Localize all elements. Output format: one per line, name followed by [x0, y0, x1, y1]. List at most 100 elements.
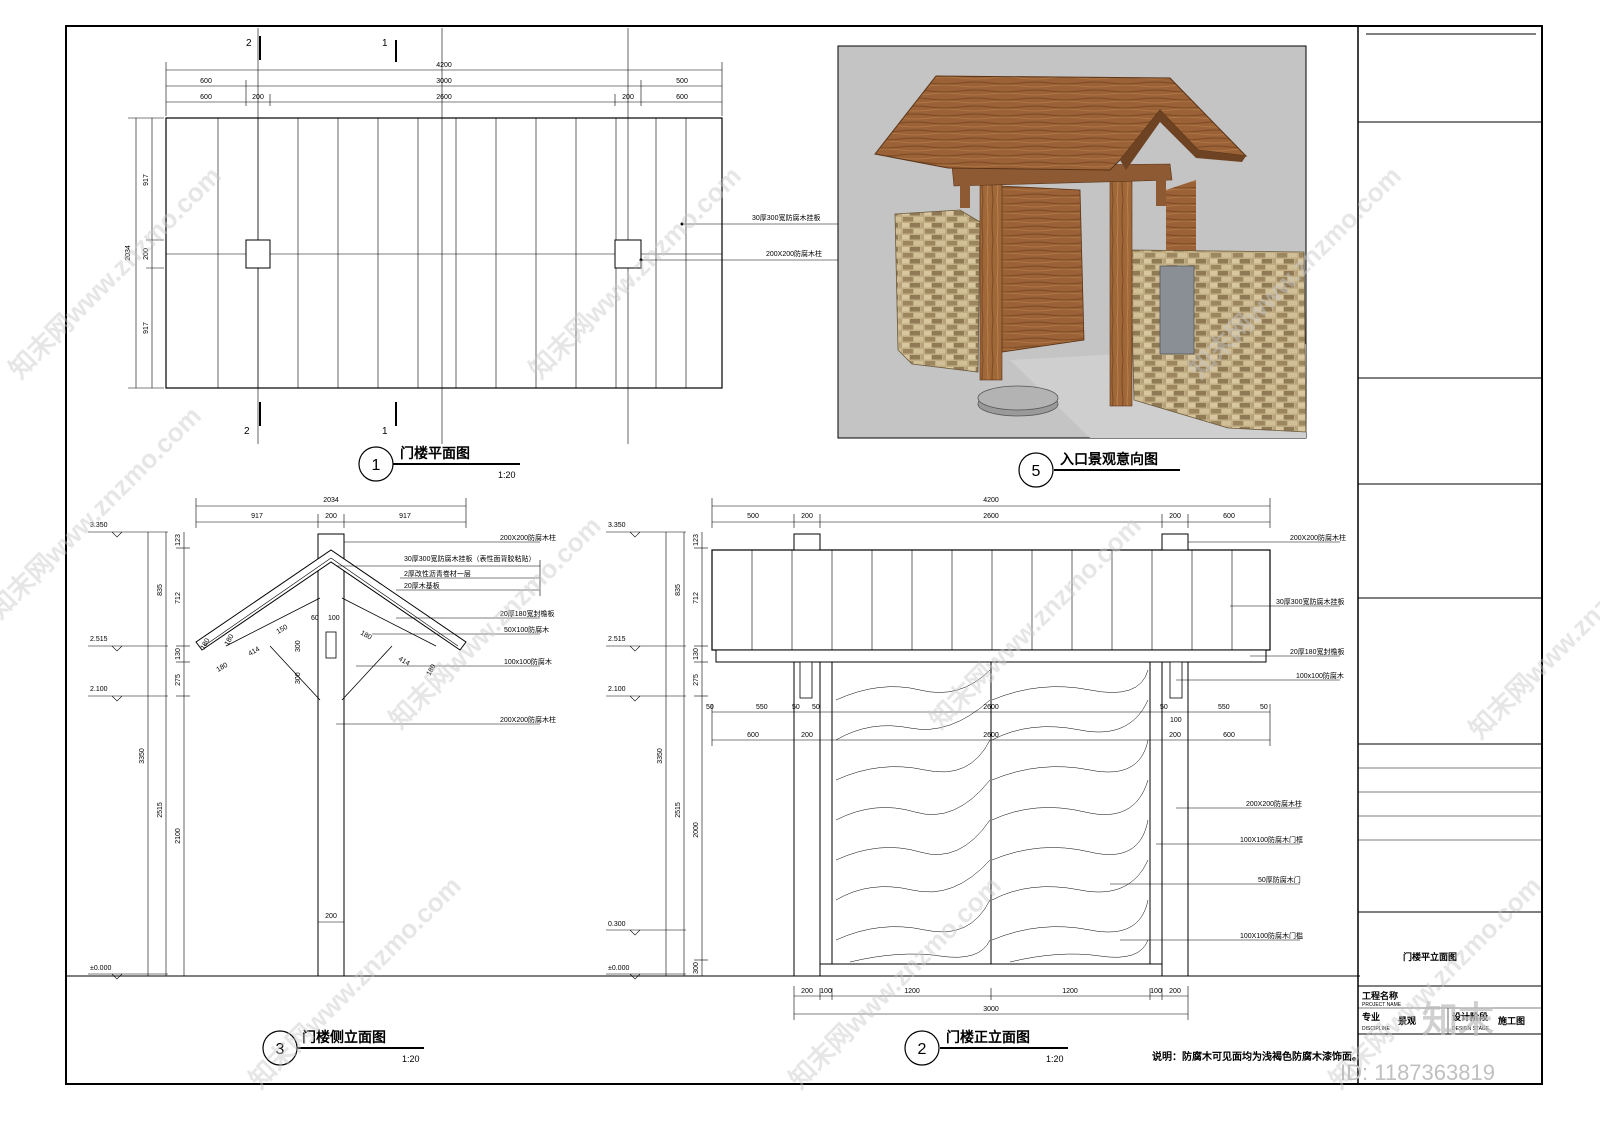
- dim-label: 123: [175, 534, 182, 546]
- dim-label: 600: [200, 78, 212, 85]
- svg-text:知末网www.znzmo.com: 知末网www.znzmo.com: [3, 160, 227, 384]
- dim-label: 2600: [436, 94, 452, 101]
- view-number: 2: [918, 1041, 927, 1058]
- dim-label: 600: [1223, 513, 1235, 520]
- dim-label: 200: [325, 913, 337, 920]
- dim-label: 917: [143, 322, 150, 334]
- view-number: 3: [276, 1041, 285, 1058]
- dim-label: 180: [216, 662, 230, 674]
- level-label: 2.515: [608, 636, 626, 643]
- section-mark: 2: [244, 426, 250, 437]
- dim-label: 550: [1218, 704, 1230, 711]
- project-label-en: PROJECT NAME: [1362, 1002, 1402, 1008]
- svg-text:知末网www.znzmo.com: 知末网www.znzmo.com: [383, 510, 607, 734]
- callout-label: 20厚木基板: [404, 581, 440, 590]
- level-label: 3.350: [90, 522, 108, 529]
- dim-label: 300: [693, 962, 700, 974]
- dim-label: 275: [175, 674, 182, 686]
- watermark-id: ID: 1187363819: [1340, 1060, 1495, 1085]
- project-label: 工程名称: [1362, 990, 1398, 1001]
- callout-label: 30厚300宽防腐木挂板（表性面背胶粘贴）: [404, 554, 535, 563]
- dim-label: 3000: [983, 1006, 999, 1013]
- svg-text:知末网www.znzmo.com: 知末网www.znzmo.com: [243, 870, 467, 1094]
- view-title: 门楼侧立面图: [302, 1029, 386, 1045]
- dim-label: 100: [820, 988, 832, 995]
- dim-label: 200: [622, 94, 634, 101]
- callout-label: 200X200防腐木柱: [500, 533, 556, 542]
- dim-label: 300: [295, 640, 302, 652]
- post: [245, 239, 271, 269]
- dim-label: 600: [1223, 732, 1235, 739]
- dim-label: 3350: [139, 748, 146, 764]
- callout-label: 100X100防腐木门槛: [1240, 931, 1303, 940]
- callout-label: 50厚防腐木门: [1258, 875, 1301, 884]
- scale-label: 1:20: [1046, 1054, 1064, 1064]
- dim-label: 130: [175, 648, 182, 660]
- dim-label: 200: [801, 732, 813, 739]
- view-number: 1: [372, 457, 381, 474]
- dim-label: 2600: [983, 704, 999, 711]
- callout-label: 20厚180宽封檐板: [500, 609, 554, 618]
- dim-label: 2100: [175, 828, 182, 844]
- discipline-label: 专业: [1362, 1011, 1380, 1022]
- dim-label: 835: [675, 584, 682, 596]
- dim-label: 275: [693, 674, 700, 686]
- stage-label-en: DESIGN STAGE: [1452, 1026, 1490, 1032]
- section-mark: 2: [246, 38, 252, 49]
- dim-label: 712: [693, 592, 700, 604]
- dim-label: 414: [397, 656, 411, 668]
- dim-label: 50: [1160, 704, 1168, 711]
- title-block: 门楼平立面图 工程名称 PROJECT NAME 专业 DISCIPLINE 景…: [1357, 26, 1542, 1084]
- dim-label: 712: [175, 592, 182, 604]
- dim-label: 200: [325, 513, 337, 520]
- svg-text:知末网www.znzmo.com: 知末网www.znzmo.com: [523, 160, 747, 384]
- dim-label: 150: [276, 624, 290, 636]
- dim-label: 2600: [983, 513, 999, 520]
- stage-label: 设计阶段: [1452, 1011, 1489, 1022]
- level-label: 0.300: [608, 921, 626, 928]
- dim-label: 180: [200, 637, 212, 651]
- callout-label: 200X200防腐木柱: [1290, 533, 1346, 542]
- view-number: 5: [1032, 463, 1041, 480]
- dim-label: 300: [295, 672, 302, 684]
- level-label: 2.100: [608, 686, 626, 693]
- callout-label: 200X200防腐木柱: [500, 715, 556, 724]
- dim-label: 600: [200, 94, 212, 101]
- dim-label: 2034: [323, 497, 339, 504]
- post: [1161, 661, 1189, 977]
- dim-label: 50: [706, 704, 714, 711]
- section-mark: 1: [382, 426, 388, 437]
- dim-label: 100: [1150, 988, 1162, 995]
- view-title: 门楼正立面图: [946, 1029, 1030, 1045]
- dim-label: 2034: [125, 245, 132, 261]
- level-label: 2.100: [90, 686, 108, 693]
- callout-label: 30厚300宽防腐木挂板: [752, 213, 820, 222]
- dim-label: 917: [143, 174, 150, 186]
- dim-label: 200: [1169, 513, 1181, 520]
- dim-label: 550: [756, 704, 768, 711]
- post: [614, 239, 642, 269]
- dim-label: 1200: [1062, 988, 1078, 995]
- dim-label: 414: [248, 646, 262, 658]
- dim-label: 1200: [904, 988, 920, 995]
- dim-label: 2600: [983, 732, 999, 739]
- dim-label: 200: [252, 94, 264, 101]
- svg-text:知末网www.znzmo.com: 知末网www.znzmo.com: [0, 400, 207, 624]
- roof: [195, 549, 467, 651]
- drawing-name: 门楼平立面图: [1403, 951, 1457, 962]
- dim-label: 3000: [436, 78, 452, 85]
- dim-label: 2000: [693, 822, 700, 838]
- dim-label: 50: [792, 704, 800, 711]
- dim-label: 100: [1170, 717, 1182, 724]
- level-label: ±0.000: [90, 965, 111, 972]
- dim-label: 835: [157, 584, 164, 596]
- dim-label: 50: [1260, 704, 1268, 711]
- roof-outline: [165, 117, 723, 389]
- dim-label: 3350: [657, 748, 664, 764]
- dim-label: 2515: [157, 802, 164, 818]
- callout-label: 20厚180宽封檐板: [1290, 647, 1344, 656]
- svg-text:知末网www.znzmo.com: 知末网www.znzmo.com: [1463, 520, 1600, 744]
- dim-label: 4200: [436, 62, 452, 69]
- wood-grain-hatch: [835, 669, 1149, 963]
